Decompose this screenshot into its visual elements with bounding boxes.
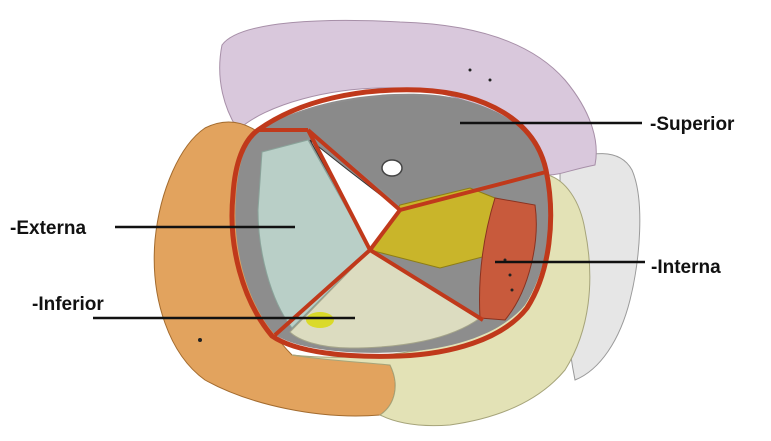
optic-canal bbox=[382, 160, 402, 176]
label-superior: -Superior bbox=[650, 114, 735, 135]
palatine-bone bbox=[306, 312, 334, 328]
label-inferior: -Inferior bbox=[32, 294, 104, 315]
label-externa: -Externa bbox=[10, 218, 86, 239]
label-interna: -Interna bbox=[651, 257, 721, 278]
